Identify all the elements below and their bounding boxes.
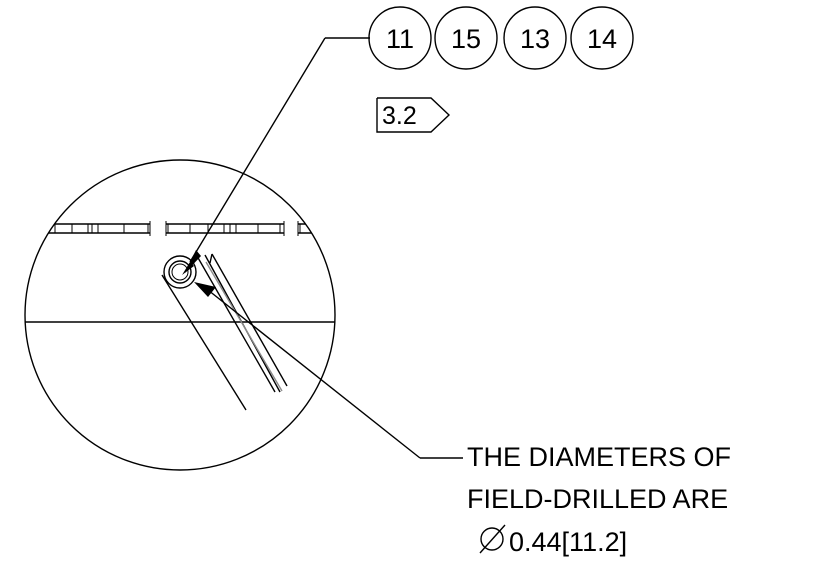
note-line-1: THE DIAMETERS OF (467, 442, 731, 472)
balloon-label: 14 (587, 24, 617, 54)
revision-flag-label: 3.2 (382, 102, 417, 130)
balloon-15 (434, 6, 498, 70)
detail-geometry (25, 221, 335, 411)
pivot-outer (163, 255, 197, 289)
detail-circle (24, 159, 336, 471)
drilled-hole (168, 260, 192, 284)
note-line-2: FIELD-DRILLED ARE (467, 484, 728, 514)
balloon-13 (503, 6, 567, 70)
revision-flag: 3.2 (376, 97, 451, 133)
rail-gaps (149, 221, 299, 236)
strut (204, 253, 288, 393)
brace-arm (161, 255, 276, 411)
balloon-label: 11 (386, 24, 414, 54)
balloon-label: 13 (520, 24, 550, 54)
balloon-14 (570, 6, 634, 70)
leader-arrow-note (194, 282, 216, 297)
diameter-value: 0.44[11.2] (509, 527, 627, 557)
diameter-symbol-icon (479, 524, 506, 554)
balloon-11 (368, 6, 432, 70)
rail-segment-ticks (54, 224, 323, 233)
leader-to-balloons (182, 37, 370, 275)
leader-to-note (194, 282, 463, 459)
hole-inner (171, 263, 189, 281)
field-drill-note: THE DIAMETERS OF FIELD-DRILLED ARE 0.44[… (467, 442, 731, 557)
part-balloons: 11 15 13 14 (368, 6, 634, 70)
balloon-label: 15 (451, 24, 481, 54)
